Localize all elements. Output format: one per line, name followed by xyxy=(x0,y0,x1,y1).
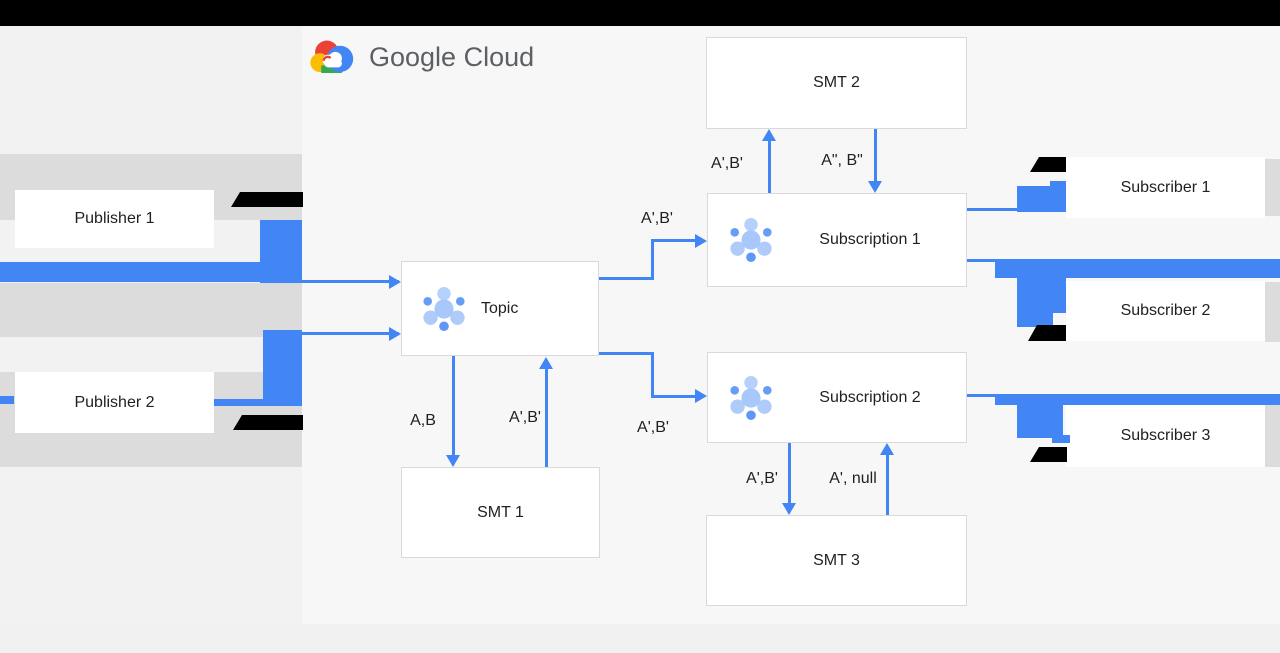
arrow-topic-to-subscription1 xyxy=(599,277,654,280)
gray-band xyxy=(1265,159,1280,216)
edge-label-topic-to-smt1: A,B xyxy=(410,412,436,429)
publisher-1-node: Publisher 1 xyxy=(15,190,214,248)
arrowhead-right xyxy=(389,275,401,289)
black-redaction-mark xyxy=(1030,157,1066,172)
gray-band xyxy=(1265,405,1280,467)
arrow-subscription2-to-smt3 xyxy=(788,443,791,503)
pubsub-topic-icon xyxy=(421,286,467,332)
blue-highlight-mark xyxy=(263,330,302,406)
arrow-subscription1-to-smt2 xyxy=(768,141,771,193)
arrow-smt2-to-subscription1 xyxy=(874,129,877,181)
edge-label-topic-to-sub2: A',B' xyxy=(637,419,669,436)
node-label: Subscriber 2 xyxy=(1120,302,1211,319)
blue-highlight-mark xyxy=(1017,186,1066,212)
black-redaction-mark xyxy=(1028,325,1066,341)
node-label: Subscriber 3 xyxy=(1120,427,1211,444)
arrowhead-down xyxy=(868,181,882,193)
smt-1-node: SMT 1 xyxy=(401,467,600,558)
arrowhead-down xyxy=(782,503,796,515)
google-cloud-logo-icon xyxy=(309,38,356,76)
edge-label-smt3-to-sub2: A', null xyxy=(829,470,877,487)
subscription-1-node: Subscription 1 xyxy=(707,193,967,287)
arrow-smt1-to-topic xyxy=(545,369,548,467)
arrow-topic-to-smt1 xyxy=(452,356,455,455)
edge-label-sub1-to-smt2: A',B' xyxy=(711,155,743,172)
arrow-subscription1-to-subscriber2 xyxy=(967,259,995,262)
edge-label-topic-to-sub1: A',B' xyxy=(641,210,673,227)
arrow-topic-to-subscription2 xyxy=(651,395,695,398)
blue-highlight-mark xyxy=(1052,435,1070,443)
black-redaction-mark xyxy=(233,415,303,430)
arrow-topic-to-subscription2 xyxy=(651,352,654,398)
topic-node: Topic xyxy=(401,261,599,356)
node-label: Publisher 1 xyxy=(74,210,155,227)
blue-highlight-mark xyxy=(214,399,263,406)
smt-2-node: SMT 2 xyxy=(706,37,967,129)
top-black-bar xyxy=(0,0,1280,26)
blue-highlight-mark xyxy=(0,262,262,282)
black-redaction-mark xyxy=(231,192,303,207)
arrowhead-up xyxy=(762,129,776,141)
arrowhead-up xyxy=(539,357,553,369)
subscriber-3-node: Subscriber 3 xyxy=(1066,405,1265,467)
edge-label-smt2-to-sub1: A", B" xyxy=(821,152,863,169)
edge-label-sub2-to-smt3: A',B' xyxy=(746,470,778,487)
brand-lockup: Google Cloud xyxy=(309,38,534,76)
subscriber-1-node: Subscriber 1 xyxy=(1066,157,1265,218)
blue-highlight-mark xyxy=(1050,181,1066,189)
arrow-topic-to-subscription1 xyxy=(651,239,654,280)
publisher-2-node: Publisher 2 xyxy=(15,372,214,433)
edge-label-smt1-to-topic: A',B' xyxy=(509,409,541,426)
node-label: Topic xyxy=(481,299,519,317)
blue-highlight-mark xyxy=(1017,263,1066,313)
pubsub-subscription-icon xyxy=(728,375,774,421)
subscription-2-node: Subscription 2 xyxy=(707,352,967,443)
gray-band xyxy=(1265,282,1280,342)
arrow-topic-to-subscription1 xyxy=(651,239,695,242)
node-label: SMT 2 xyxy=(813,74,860,91)
blue-highlight-mark xyxy=(0,396,14,404)
arrow-subscription2-to-subscriber3 xyxy=(967,394,1010,397)
arrow-subscription1-to-subscriber1 xyxy=(967,208,1017,211)
blue-highlight-mark xyxy=(260,220,302,283)
node-label: SMT 1 xyxy=(477,503,524,521)
node-label: Subscription 2 xyxy=(819,388,921,406)
node-label: Subscriber 1 xyxy=(1120,178,1211,196)
node-label: Publisher 2 xyxy=(74,393,155,411)
blue-highlight-mark xyxy=(995,259,1280,278)
blue-highlight-mark xyxy=(1017,313,1053,327)
arrowhead-down xyxy=(446,455,460,467)
blue-highlight-mark xyxy=(1017,403,1063,438)
arrowhead-up xyxy=(880,443,894,455)
arrow-smt3-to-subscription2 xyxy=(886,455,889,515)
smt-3-node: SMT 3 xyxy=(706,515,967,606)
pubsub-subscription-icon xyxy=(728,217,774,263)
subscriber-2-node: Subscriber 2 xyxy=(1066,281,1265,341)
arrow-topic-to-subscription2 xyxy=(599,352,654,355)
black-redaction-mark xyxy=(1030,447,1067,462)
node-label: SMT 3 xyxy=(813,551,860,569)
gray-band xyxy=(0,283,302,337)
arrow-publisher1-to-topic xyxy=(302,280,399,283)
arrowhead-right xyxy=(695,234,707,248)
blue-highlight-mark xyxy=(995,394,1280,405)
brand-name: Google Cloud xyxy=(369,41,535,72)
bottom-strip xyxy=(0,624,1280,653)
node-label: Subscription 1 xyxy=(819,231,921,248)
arrow-publisher2-to-topic xyxy=(302,332,399,335)
arrowhead-right xyxy=(695,389,707,403)
arrowhead-right xyxy=(389,327,401,341)
